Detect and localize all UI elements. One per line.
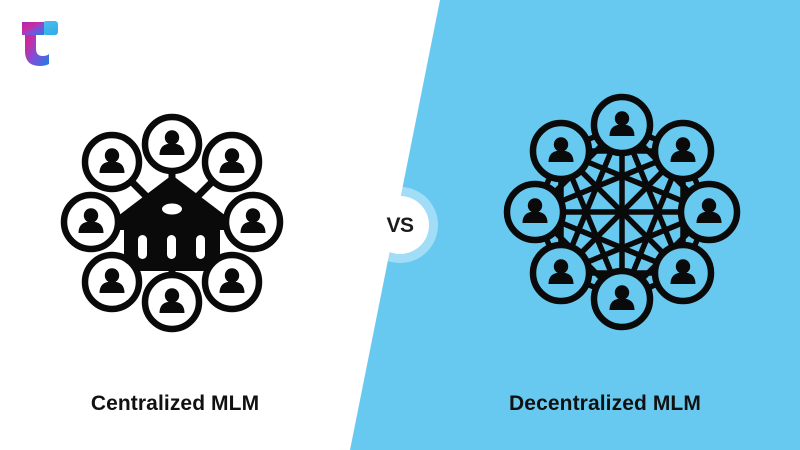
bank-building-icon — [114, 175, 230, 271]
centralized-network-diagram — [42, 92, 302, 352]
brand-logo — [16, 16, 62, 66]
versus-label: VS — [386, 213, 414, 237]
versus-badge: VS — [362, 187, 438, 263]
user-node — [222, 191, 284, 253]
user-node — [81, 251, 143, 313]
user-node — [60, 191, 122, 253]
decentralized-caption: Decentralized MLM — [509, 392, 701, 415]
user-node — [651, 241, 715, 305]
decentralized-network-diagram — [492, 82, 752, 342]
user-node-group — [60, 113, 284, 333]
user-node — [529, 241, 593, 305]
centralized-caption: Centralized MLM — [90, 392, 260, 415]
user-node — [201, 251, 263, 313]
user-node — [651, 119, 715, 183]
t-letter-logo-icon — [22, 21, 58, 66]
user-node — [81, 131, 143, 193]
user-node — [141, 271, 203, 333]
user-node — [677, 180, 741, 244]
user-node — [201, 131, 263, 193]
user-node — [529, 119, 593, 183]
versus-badge-inner: VS — [371, 196, 429, 254]
user-node — [141, 113, 203, 175]
user-node — [590, 93, 654, 157]
user-node — [503, 180, 567, 244]
user-node-group — [503, 93, 741, 331]
user-node — [590, 267, 654, 331]
